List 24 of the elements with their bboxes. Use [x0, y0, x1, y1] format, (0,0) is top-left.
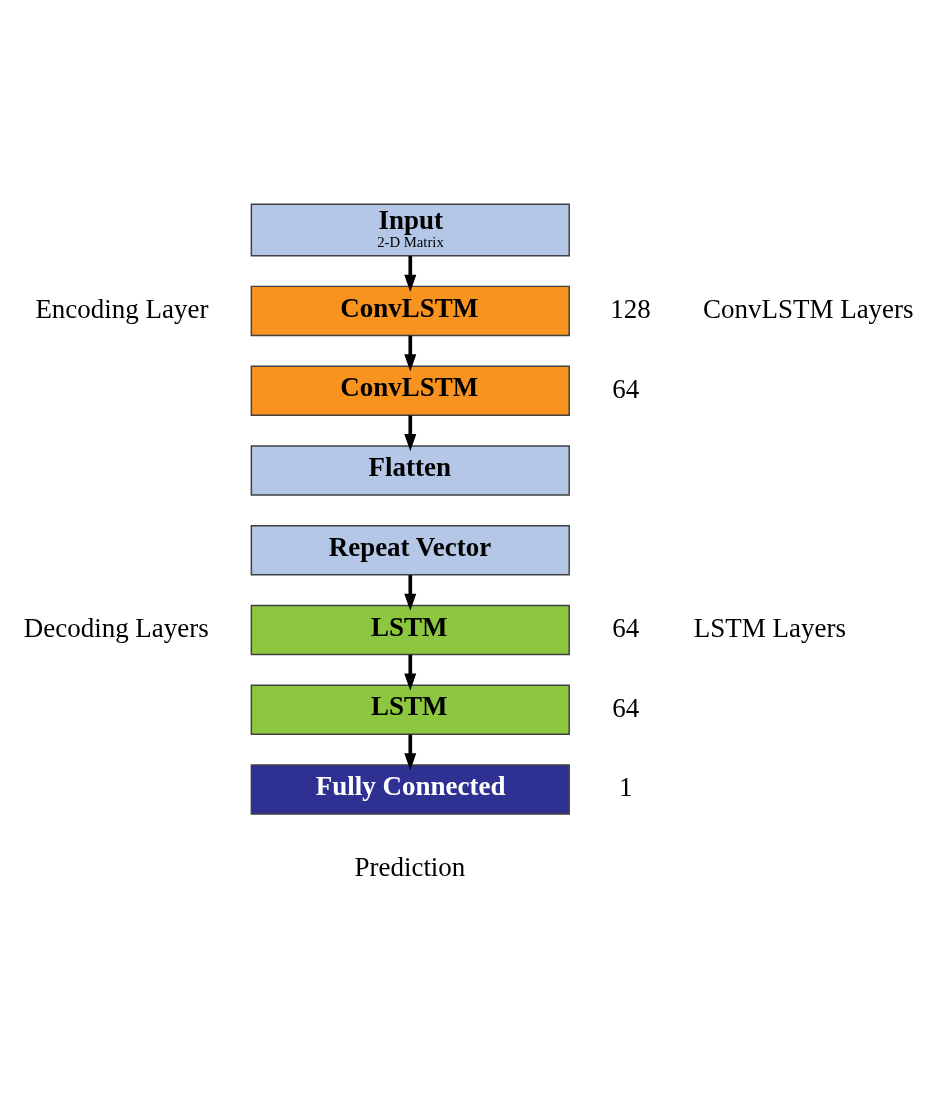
- node-label: 128: [609, 293, 651, 324]
- arrow: [403, 335, 416, 372]
- arrow: [403, 734, 416, 770]
- label: Decoding Layers: [23, 612, 209, 643]
- node-box: LSTM: [250, 684, 570, 735]
- node-box: LSTM: [250, 604, 570, 655]
- label: Prediction: [353, 851, 465, 882]
- node-label: 64: [611, 612, 639, 643]
- node-label: 64: [611, 692, 639, 723]
- label: ConvLSTM Layers: [702, 293, 914, 324]
- node-box: ConvLSTM: [250, 364, 570, 416]
- node-label: 1: [618, 771, 632, 802]
- node-box: Fully Connected: [250, 763, 570, 815]
- arrow: [403, 654, 416, 691]
- arrow: [403, 574, 416, 611]
- label: Encoding Layer: [34, 293, 208, 324]
- label: LSTM Layers: [693, 612, 846, 643]
- node-box: Input 2-D Matrix: [250, 202, 570, 256]
- node-box: Repeat Vector: [250, 524, 570, 575]
- arrow: [403, 415, 416, 451]
- arrow: [403, 255, 416, 292]
- node-box: ConvLSTM: [250, 285, 570, 336]
- node-label: 64: [611, 373, 639, 404]
- node-box: Flatten: [250, 444, 570, 496]
